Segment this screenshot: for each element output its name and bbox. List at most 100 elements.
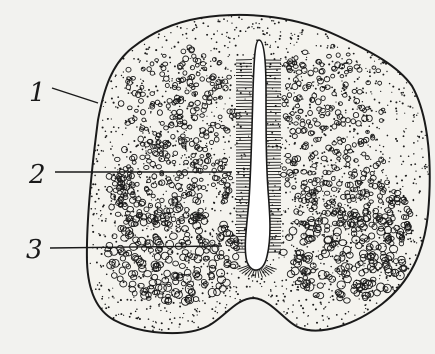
stipple-dot (216, 188, 217, 189)
stipple-dot (298, 300, 300, 302)
stipple-dot (281, 163, 282, 164)
stipple-dot (111, 118, 112, 119)
stipple-dot (284, 65, 285, 66)
stipple-dot (142, 80, 143, 81)
stipple-dot (150, 111, 152, 113)
stipple-dot (337, 246, 338, 247)
stipple-dot (382, 169, 384, 171)
stipple-dot (345, 29, 346, 30)
stipple-dot (424, 165, 426, 167)
stipple-dot (113, 317, 115, 319)
stipple-dot (278, 257, 279, 258)
stipple-dot (112, 174, 113, 175)
stipple-dot (424, 168, 426, 170)
stipple-dot (380, 272, 381, 273)
stipple-dot (112, 288, 113, 289)
stipple-dot (410, 241, 412, 243)
stipple-dot (305, 115, 307, 117)
stipple-dot (432, 82, 434, 84)
stipple-dot (426, 166, 428, 168)
leader-line-1 (52, 88, 98, 103)
stipple-dot (123, 281, 125, 283)
stipple-dot (187, 288, 188, 289)
stipple-dot (292, 15, 293, 16)
stipple-dot (197, 314, 198, 315)
stipple-dot (422, 157, 424, 159)
stipple-dot (330, 159, 332, 161)
stipple-dot (98, 189, 100, 191)
stipple-dot (284, 211, 286, 213)
stipple-dot (94, 31, 96, 33)
stipple-dot (174, 317, 176, 319)
stipple-dot (331, 87, 333, 89)
stipple-dot (419, 190, 421, 192)
stipple-dot (204, 302, 206, 304)
stipple-dot (96, 213, 97, 214)
stipple-dot (408, 33, 410, 35)
stipple-dot (420, 302, 422, 304)
stipple-dot (251, 316, 253, 318)
stipple-dot (413, 300, 415, 302)
stipple-dot (299, 96, 301, 98)
stipple-dot (141, 82, 143, 84)
stipple-dot (216, 196, 218, 198)
stipple-dot (160, 24, 162, 26)
stipple-dot (87, 320, 89, 322)
stipple-dot (323, 151, 325, 153)
stipple-dot (403, 130, 404, 131)
stipple-dot (330, 129, 332, 131)
stipple-dot (198, 210, 199, 211)
stipple-dot (102, 100, 104, 102)
stipple-dot (133, 58, 135, 60)
stipple-dot (100, 97, 102, 99)
stipple-dot (138, 276, 140, 278)
stipple-dot (96, 108, 98, 110)
stipple-dot (126, 299, 128, 301)
stipple-dot (323, 201, 324, 202)
stipple-dot (405, 311, 407, 313)
stipple-dot (120, 299, 122, 301)
stipple-dot (406, 82, 407, 83)
stipple-dot (105, 42, 106, 43)
stipple-dot (280, 187, 281, 188)
stipple-dot (98, 218, 99, 219)
stipple-dot (396, 58, 398, 60)
stipple-dot (298, 116, 300, 118)
stipple-dot (284, 301, 285, 302)
stipple-dot (385, 289, 387, 291)
stipple-dot (219, 191, 221, 193)
stipple-dot (111, 88, 112, 89)
stipple-dot (263, 332, 264, 333)
stipple-dot (382, 36, 384, 38)
stipple-dot (390, 19, 391, 20)
stipple-dot (144, 136, 146, 138)
stipple-dot (230, 135, 231, 136)
stipple-dot (150, 253, 151, 254)
stipple-dot (106, 69, 108, 71)
stipple-dot (207, 266, 209, 268)
stipple-dot (339, 276, 340, 277)
stipple-dot (387, 177, 388, 178)
stipple-dot (304, 88, 305, 89)
stipple-dot (87, 54, 89, 56)
stipple-dot (297, 286, 299, 288)
stipple-dot (242, 247, 243, 248)
stipple-dot (429, 64, 431, 66)
stipple-dot (155, 296, 157, 298)
stipple-dot (288, 340, 290, 342)
stipple-dot (231, 105, 233, 107)
stipple-dot (280, 94, 281, 95)
stipple-dot (254, 336, 256, 338)
stipple-dot (332, 61, 334, 63)
stipple-dot (94, 54, 96, 56)
stipple-dot (372, 123, 374, 125)
stipple-dot (187, 106, 188, 107)
stipple-dot (411, 39, 412, 40)
stipple-dot (267, 309, 268, 310)
stipple-dot (328, 63, 330, 65)
stipple-dot (92, 55, 94, 57)
stipple-dot (284, 257, 285, 258)
stipple-dot (318, 197, 320, 199)
stipple-dot (200, 165, 201, 166)
stipple-dot (172, 145, 174, 147)
